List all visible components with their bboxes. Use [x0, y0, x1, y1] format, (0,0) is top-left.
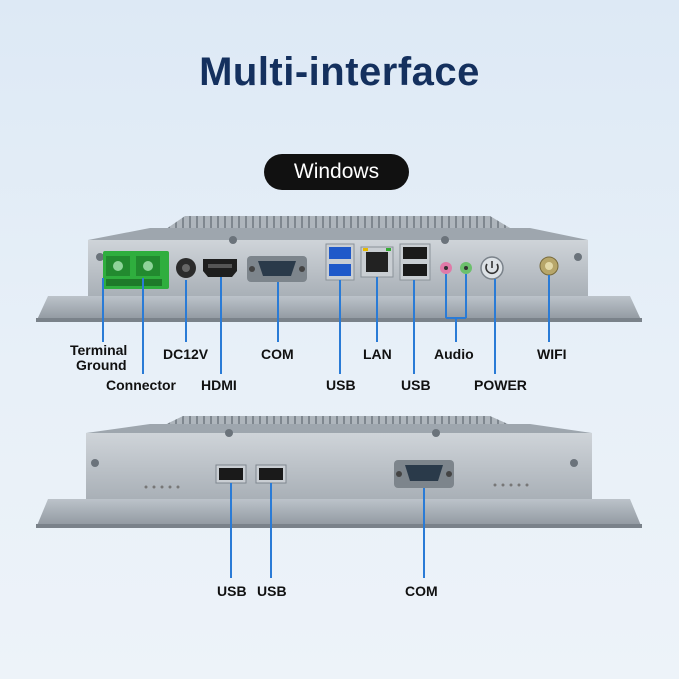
- top-panel: [36, 216, 642, 322]
- usb3-stack-icon: [325, 243, 355, 281]
- bottom-panel: [36, 416, 642, 528]
- vent-dots-left: [144, 485, 180, 489]
- top-callout-lines: [102, 274, 550, 374]
- label-dc12v: DC12V: [163, 346, 209, 362]
- label-usb-bottom-1: USB: [217, 583, 247, 599]
- label-terminal-ground-line1: Terminal: [70, 342, 128, 358]
- power-button-icon: [480, 256, 504, 280]
- usb-port-icon: [255, 464, 287, 484]
- bottom-front-bezel: [36, 499, 642, 528]
- screw-icon: [441, 236, 449, 244]
- hdmi-port-icon: [203, 259, 237, 277]
- screw-icon: [91, 459, 99, 467]
- screw-icon: [574, 253, 582, 261]
- label-power: POWER: [474, 377, 527, 393]
- screw-icon: [96, 253, 104, 261]
- os-badge: Windows: [264, 154, 409, 190]
- usb2-stack-icon: [399, 243, 431, 281]
- screw-icon: [432, 429, 440, 437]
- label-com-bottom: COM: [405, 583, 438, 599]
- label-usb-left: USB: [326, 377, 356, 393]
- label-audio: Audio: [434, 346, 474, 362]
- dc-jack-icon: [176, 258, 196, 278]
- screw-icon: [225, 429, 233, 437]
- label-terminal-ground-line2: Ground: [76, 357, 127, 373]
- label-hdmi: HDMI: [201, 377, 237, 393]
- com-port-icon: [394, 460, 454, 488]
- label-connector: Connector: [106, 377, 176, 393]
- label-usb-bottom-2: USB: [257, 583, 287, 599]
- terminal-block-connector-icon: [103, 251, 169, 289]
- bottom-callout-lines: [230, 483, 425, 578]
- wifi-antenna-icon: [539, 256, 559, 276]
- bottom-io-plate: [86, 433, 592, 499]
- label-wifi: WIFI: [537, 346, 567, 362]
- label-usb-right: USB: [401, 377, 431, 393]
- lan-port-icon: [360, 246, 394, 278]
- label-lan: LAN: [363, 346, 392, 362]
- screw-icon: [570, 459, 578, 467]
- screw-icon: [229, 236, 237, 244]
- label-com-top: COM: [261, 346, 294, 362]
- vent-dots-right: [493, 483, 529, 487]
- com-port-icon: [247, 256, 307, 282]
- usb-port-icon: [215, 464, 247, 484]
- page-title: Multi-interface: [199, 50, 480, 94]
